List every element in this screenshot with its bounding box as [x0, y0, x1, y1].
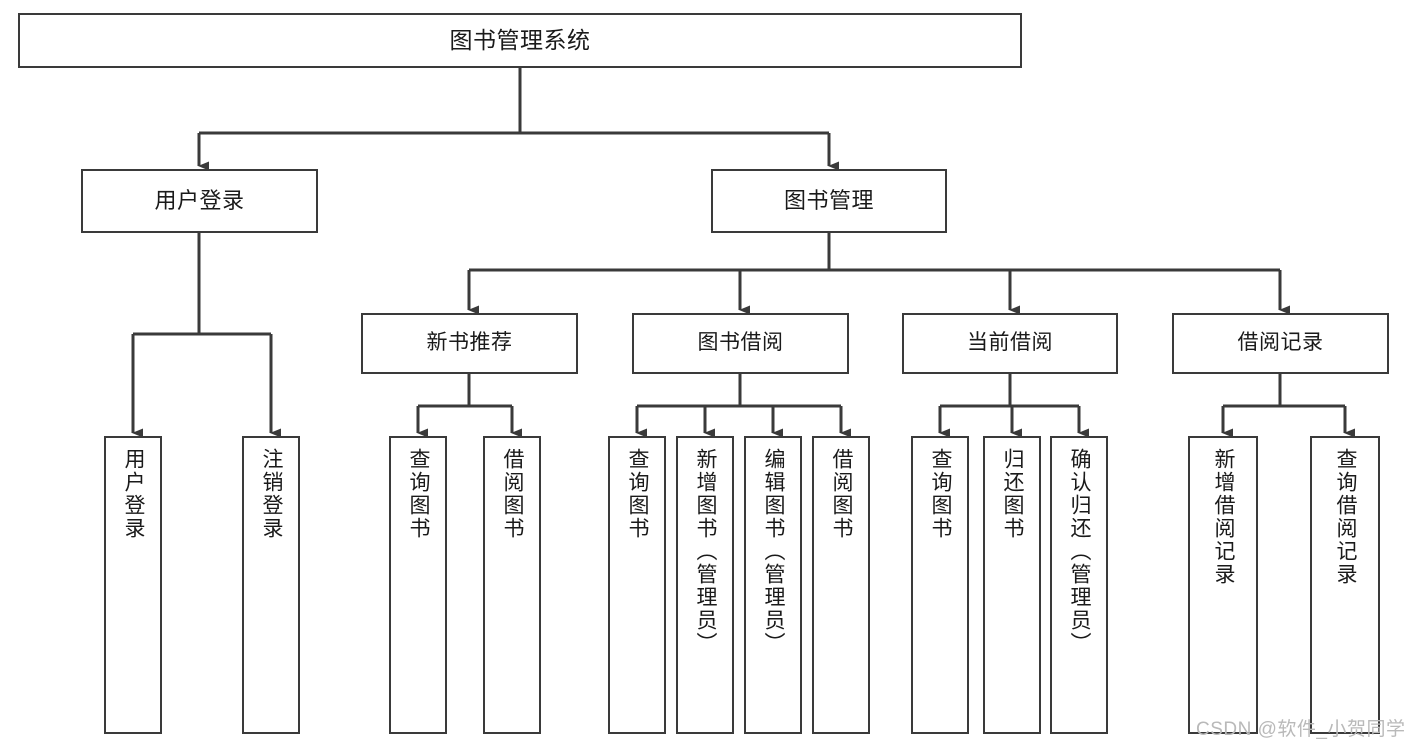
leaf-borrow-books-new[interactable]: 借阅图书	[483, 436, 541, 734]
leaf-return-books[interactable]: 归还图书	[983, 436, 1041, 734]
node-label: 注销登录	[260, 448, 284, 540]
leaf-query-borrow-record[interactable]: 查询借阅记录	[1310, 436, 1380, 734]
node-borrowing-records[interactable]: 借阅记录	[1172, 313, 1389, 374]
leaf-add-borrow-record[interactable]: 新增借阅记录	[1188, 436, 1258, 734]
node-book-borrowing[interactable]: 图书借阅	[632, 313, 849, 374]
node-user-login[interactable]: 用户登录	[81, 169, 318, 233]
node-label: 归还图书	[1001, 448, 1025, 540]
node-label: 用户登录	[122, 448, 146, 540]
node-root-system[interactable]: 图书管理系统	[18, 13, 1022, 68]
leaf-query-books-borrow[interactable]: 查询图书	[608, 436, 666, 734]
node-label: 借阅图书	[501, 448, 525, 540]
leaf-confirm-return-admin[interactable]: 确认归还（管理员）	[1050, 436, 1108, 734]
leaf-query-books-new[interactable]: 查询图书	[389, 436, 447, 734]
leaf-user-login[interactable]: 用户登录	[104, 436, 162, 734]
node-label: 当前借阅	[967, 331, 1053, 355]
node-current-borrowing[interactable]: 当前借阅	[902, 313, 1118, 374]
watermark: CSDN @软件_小贺同学	[1196, 719, 1405, 740]
node-label: 图书管理系统	[449, 27, 591, 54]
node-label: 编辑图书（管理员）	[762, 448, 786, 655]
node-label: 查询图书	[929, 448, 953, 540]
node-label: 查询借阅记录	[1334, 448, 1358, 586]
leaf-query-books-current[interactable]: 查询图书	[911, 436, 969, 734]
node-label: 确认归还（管理员）	[1068, 448, 1092, 655]
node-label: 新书推荐	[426, 331, 513, 355]
node-label: 借阅图书	[830, 448, 854, 540]
node-label: 查询图书	[626, 448, 650, 540]
node-label: 新增图书（管理员）	[694, 448, 718, 655]
node-label: 图书管理	[783, 188, 874, 214]
leaf-edit-book-admin[interactable]: 编辑图书（管理员）	[744, 436, 802, 734]
node-label: 新增借阅记录	[1212, 448, 1236, 586]
node-label: 用户登录	[154, 188, 245, 214]
leaf-logout[interactable]: 注销登录	[242, 436, 300, 734]
leaf-borrow-books[interactable]: 借阅图书	[812, 436, 870, 734]
node-book-management[interactable]: 图书管理	[711, 169, 947, 233]
node-label: 图书借阅	[697, 331, 784, 355]
node-label: 借阅记录	[1237, 331, 1324, 355]
leaf-add-book-admin[interactable]: 新增图书（管理员）	[676, 436, 734, 734]
node-label: 查询图书	[407, 448, 431, 540]
node-new-book-recommendation[interactable]: 新书推荐	[361, 313, 578, 374]
